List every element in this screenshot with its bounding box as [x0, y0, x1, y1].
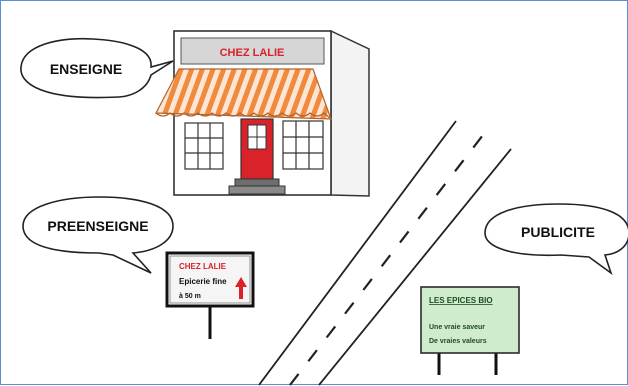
pre-sign-line1: Epicerie fine	[179, 277, 227, 286]
pre-sign: CHEZ LALIE Epicerie fine à 50 m	[167, 253, 253, 339]
bubble-publicite: PUBLICITE	[485, 204, 628, 273]
bubble-preenseigne-text: PREENSEIGNE	[47, 218, 148, 234]
bubble-preenseigne: PREENSEIGNE	[23, 197, 173, 273]
shop-building: CHEZ LALIE	[156, 31, 369, 196]
shop-door	[241, 119, 273, 179]
shop-awning	[156, 69, 331, 119]
bubble-enseigne: ENSEIGNE	[21, 39, 173, 98]
bubble-publicite-text: PUBLICITE	[521, 224, 595, 240]
bubble-enseigne-text: ENSEIGNE	[50, 61, 122, 77]
billboard-line2: De vraies valeurs	[429, 338, 487, 345]
billboard-title: LES EPICES BIO	[429, 296, 493, 305]
shop-window-left	[185, 123, 223, 169]
pre-sign-line2: à 50 m	[179, 293, 201, 300]
billboard: LES EPICES BIO Une vraie saveur De vraie…	[421, 287, 519, 375]
shop-window-right	[283, 121, 323, 169]
shop-steps	[229, 179, 285, 194]
billboard-line1: Une vraie saveur	[429, 324, 485, 331]
shop-sign-text: CHEZ LALIE	[220, 47, 285, 59]
pre-sign-name: CHEZ LALIE	[179, 262, 227, 271]
